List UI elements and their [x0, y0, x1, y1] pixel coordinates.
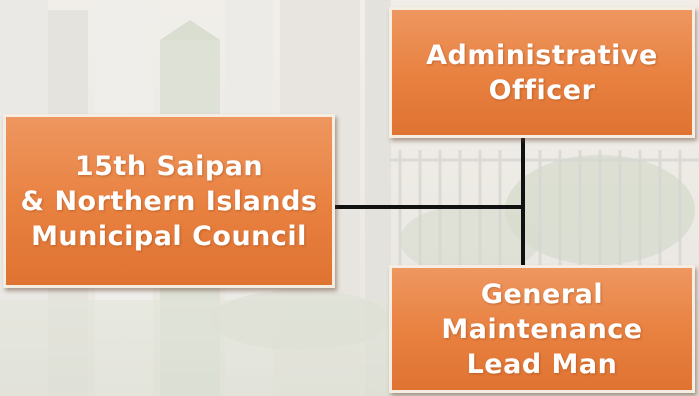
- connector-admin-to-maintenance: [521, 138, 525, 266]
- node-label: 15th Saipan & Northern Islands Municipal…: [20, 150, 318, 252]
- node-label: Administrative Officer: [426, 39, 658, 106]
- node-administrative-officer: Administrative Officer: [389, 7, 695, 138]
- node-municipal-council: 15th Saipan & Northern Islands Municipal…: [3, 114, 335, 288]
- node-label: General Maintenance Lead Man: [441, 278, 643, 380]
- node-general-maintenance-lead-man: General Maintenance Lead Man: [389, 265, 695, 393]
- connector-council-to-admin: [335, 205, 523, 209]
